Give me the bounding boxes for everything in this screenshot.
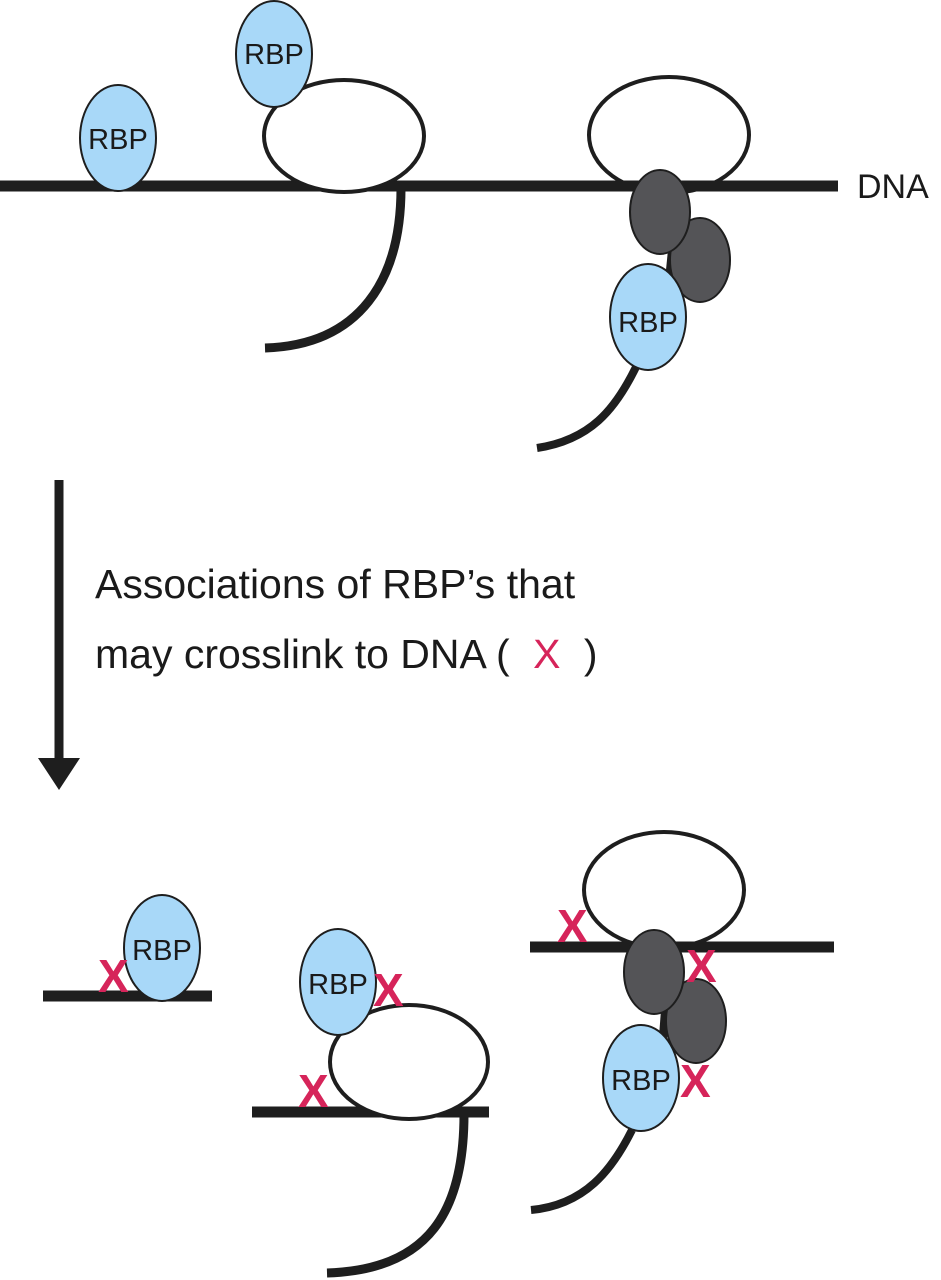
down-arrow-head (38, 758, 80, 790)
rna-loop (328, 1003, 490, 1121)
rbp-ellipse (79, 84, 157, 192)
crosslink-mark: X (557, 900, 588, 952)
rbp-ellipse (602, 1024, 680, 1132)
complex-subunit-1 (629, 169, 691, 255)
complex-subunit-2 (669, 217, 731, 303)
bottom-panel: RBP X RBP X X RBP X X X (43, 830, 834, 1278)
rbp-label: RBP (618, 307, 678, 339)
rna-loop (582, 830, 746, 950)
direct-rbp-bottom: RBP X (43, 894, 212, 1002)
rbp-label: RBP (132, 935, 192, 967)
caption-crosslink-mark: X (533, 631, 560, 677)
rna-tail (326, 1113, 469, 1278)
rbp-ellipse (299, 928, 377, 1036)
crosslink-mark: X (680, 1055, 711, 1107)
rbp-label: RBP (611, 1065, 671, 1097)
rna-loop-group-top: RBP (235, 0, 426, 353)
caption-line-2-suffix: ) (584, 631, 598, 677)
rbp-label: RBP (88, 124, 148, 156)
complex-subunit-2 (665, 978, 727, 1064)
rna-tail (530, 1128, 636, 1214)
caption-line-1: Associations of RBP’s that (95, 561, 576, 607)
complex-group-bottom: RBP X X X (530, 830, 834, 1214)
dna-label: DNA (857, 168, 929, 206)
rna-loop (262, 78, 426, 194)
direct-rbp-top: RBP (79, 84, 157, 192)
caption-line-2: may crosslink to DNA ( X ) (95, 631, 597, 677)
rna-tail (536, 365, 640, 452)
crosslink-mark: X (98, 950, 129, 1002)
crosslink-mark: X (686, 940, 717, 992)
top-panel: DNA RBP RBP RBP (0, 0, 929, 452)
rna-loop-group-bottom: RBP X X (252, 928, 490, 1278)
rbp-ellipse (235, 0, 313, 108)
caption-line-2-prefix: may crosslink to DNA ( (95, 631, 510, 677)
transition: Associations of RBP’s that may crosslink… (38, 480, 597, 790)
rna-tail (264, 187, 406, 353)
rbp-ellipse (609, 263, 687, 371)
complex-subunit-1 (623, 929, 685, 1015)
rbp-label: RBP (244, 39, 304, 71)
complex-group-top: RBP (536, 75, 760, 452)
rbp-label: RBP (308, 969, 368, 1001)
crosslink-mark: X (373, 964, 404, 1016)
crosslink-mark: X (298, 1065, 329, 1117)
rbp-ellipse (123, 894, 201, 1002)
